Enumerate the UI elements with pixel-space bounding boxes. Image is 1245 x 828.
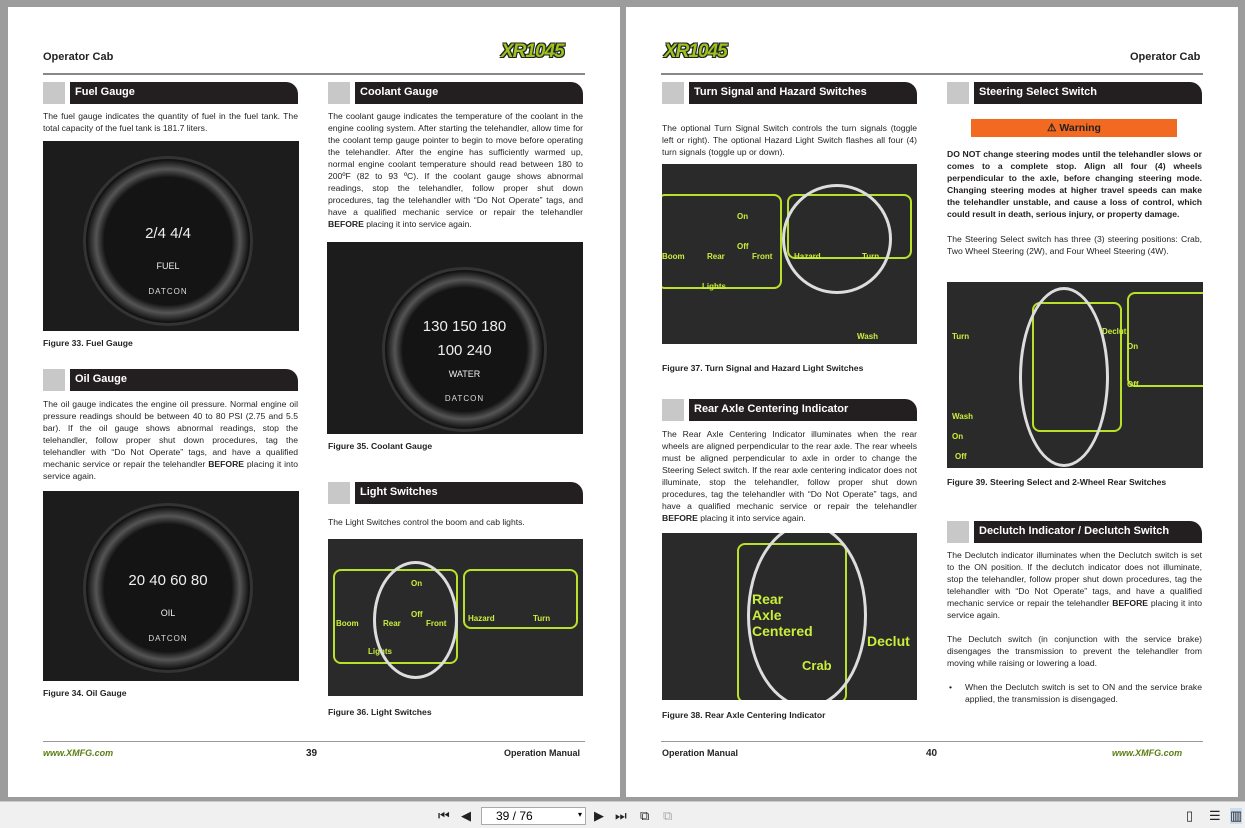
figure-caption: Figure 38. Rear Axle Centering Indicator — [662, 710, 826, 720]
gauge-scale-ends: 100 240 — [437, 341, 492, 359]
steering-select-photo: Declut On Off Wash On Off Turn — [947, 282, 1203, 468]
last-page-icon[interactable]: ⏭ — [615, 808, 627, 823]
steering-text: The Steering Select switch has three (3)… — [947, 234, 1202, 256]
xr1045-logo: XR1045 — [501, 41, 565, 62]
warning-text: DO NOT change steering modes until the t… — [947, 149, 1202, 219]
section-title: Oil Gauge — [70, 369, 298, 391]
coolant-text: The coolant gauge indicates the temperat… — [328, 111, 583, 229]
declutch-text: The Declutch indicator illuminates when … — [947, 550, 1202, 620]
section-oil-gauge: Oil Gauge — [43, 369, 298, 391]
figure-caption: Figure 34. Oil Gauge — [43, 688, 127, 698]
page-number: 40 — [926, 748, 938, 759]
section-title: Rear Axle Centering Indicator — [689, 399, 917, 421]
page-number-input[interactable]: 39 / 76▾ — [481, 807, 586, 825]
section-steering-select: Steering Select Switch — [947, 82, 1202, 104]
switch-label: Off — [737, 242, 749, 251]
section-title: Declutch Indicator / Declutch Switch — [974, 521, 1202, 543]
gauge-label: FUEL — [156, 260, 180, 271]
turn-text: The optional Turn Signal Switch controls… — [662, 123, 917, 157]
section-title: Steering Select Switch — [974, 82, 1202, 104]
header-title: Operator Cab — [1130, 51, 1201, 63]
section-title: Turn Signal and Hazard Switches — [689, 82, 917, 104]
figure-caption: Figure 37. Turn Signal and Hazard Light … — [662, 363, 864, 373]
two-page-view-icon[interactable]: ▥ — [1230, 808, 1243, 824]
header-title: Operator Cab — [43, 51, 114, 63]
next-page-icon[interactable]: ▶ — [594, 808, 604, 823]
switch-label: Rear — [707, 252, 725, 261]
continuous-view-icon[interactable]: ☰ — [1209, 808, 1221, 823]
page-40: XR1045 Operator Cab Turn Signal and Haza… — [626, 7, 1238, 797]
switch-label: Hazard — [468, 614, 495, 623]
switch-label: On — [952, 432, 964, 441]
oil-text: The oil gauge indicates the engine oil p… — [43, 399, 298, 481]
light-switches-photo: On Off Boom Rear Front Lights Hazard Tur… — [328, 539, 583, 696]
section-title: Coolant Gauge — [355, 82, 583, 104]
section-coolant-gauge: Coolant Gauge — [328, 82, 583, 104]
gauge-label: WATER — [448, 368, 481, 379]
gauge-scale: 20 40 60 80 — [128, 571, 208, 589]
gauge-label: OIL — [160, 607, 176, 618]
switch-label: Turn — [952, 332, 970, 341]
turn-signal-photo: On Off Boom Rear Front Lights Hazard Tur… — [662, 164, 917, 344]
gauge-brand: DATCON — [148, 286, 188, 296]
first-page-icon[interactable]: ⏮ — [438, 808, 450, 823]
gauge-scale: 2/4 4/4 — [145, 224, 191, 242]
page-number: 39 — [306, 748, 318, 759]
oil-gauge-photo: 20 40 60 80 OIL DATCON — [43, 491, 299, 681]
declutch-bullet: •When the Declutch switch is set to ON a… — [949, 682, 1202, 704]
switch-label: Boom — [336, 619, 359, 628]
section-title: Light Switches — [355, 482, 583, 504]
switch-label: Off — [1127, 380, 1139, 389]
switch-label: On — [1127, 342, 1139, 351]
switch-label: Boom — [662, 252, 685, 261]
switch-label: Wash — [952, 412, 974, 421]
xmfg-logo: www.XMFG.com — [1112, 748, 1183, 758]
warning-banner: ⚠ Warning — [971, 119, 1177, 137]
switch-label: On — [737, 212, 749, 221]
switch-label: Declut — [1102, 327, 1127, 336]
page-39: Operator Cab XR1045 Fuel Gauge The fuel … — [8, 7, 620, 797]
gauge-brand: DATCON — [148, 633, 188, 643]
fit-page-icon[interactable]: ⧉ — [640, 808, 650, 823]
footer-manual: Operation Manual — [504, 748, 581, 758]
footer-manual: Operation Manual — [662, 748, 739, 758]
gauge-brand: DATCON — [444, 394, 485, 404]
section-title: Fuel Gauge — [70, 82, 298, 104]
header-rule — [661, 73, 1203, 75]
switch-label: Wash — [857, 332, 879, 341]
xmfg-logo: www.XMFG.com — [43, 748, 114, 758]
fit-width-icon[interactable]: ⧉ — [663, 808, 673, 823]
single-page-view-icon[interactable]: ▯ — [1186, 808, 1194, 823]
section-fuel-gauge: Fuel Gauge — [43, 82, 298, 104]
fuel-text: The fuel gauge indicates the quantity of… — [43, 111, 298, 133]
figure-caption: Figure 33. Fuel Gauge — [43, 338, 133, 348]
gauge-scale: 130 150 180 — [422, 317, 507, 335]
rear-axle-photo: Rear Axle Centered Crab Declut — [662, 533, 917, 700]
section-declutch: Declutch Indicator / Declutch Switch — [947, 521, 1202, 543]
switch-label: Off — [955, 452, 967, 461]
xr1045-logo: XR1045 — [664, 41, 728, 62]
viewer-toolbar: ⏮ ◀ 39 / 76▾ ▶ ⏭ ⧉ ⧉ ▯ ☰ ▥ — [0, 801, 1245, 828]
lights-text: The Light Switches control the boom and … — [328, 517, 525, 527]
declutch-switch-text: The Declutch switch (in conjunction with… — [947, 634, 1202, 668]
switch-label: Declut — [867, 633, 910, 649]
figure-caption: Figure 36. Light Switches — [328, 707, 432, 717]
section-rear-axle: Rear Axle Centering Indicator — [662, 399, 917, 421]
figure-caption: Figure 35. Coolant Gauge — [328, 441, 433, 451]
previous-page-icon[interactable]: ◀ — [461, 808, 471, 823]
section-light-switches: Light Switches — [328, 482, 583, 504]
axle-text: The Rear Axle Centering Indicator illumi… — [662, 429, 917, 523]
figure-caption: Figure 39. Steering Select and 2-Wheel R… — [947, 477, 1167, 487]
switch-label: Lights — [702, 282, 726, 291]
header-rule — [43, 73, 585, 75]
switch-label: Turn — [533, 614, 551, 623]
switch-label: Front — [752, 252, 773, 261]
section-turn-signal: Turn Signal and Hazard Switches — [662, 82, 917, 104]
